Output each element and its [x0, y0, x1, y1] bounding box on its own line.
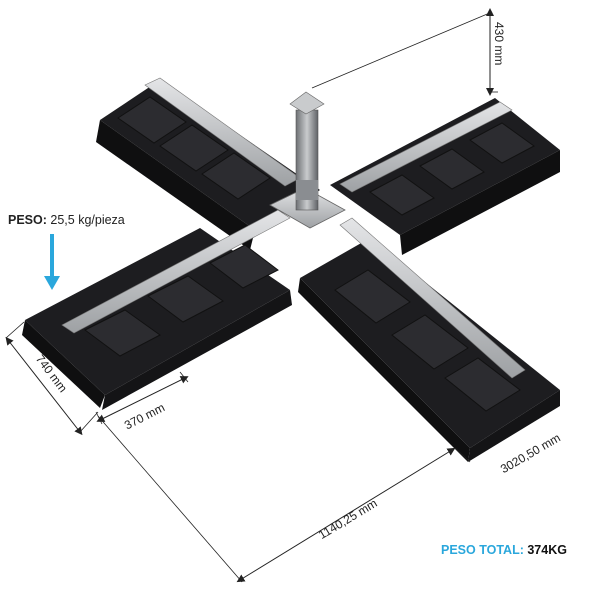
- arm-front-right: [298, 217, 560, 462]
- dimension-lines: [5, 8, 498, 583]
- dim-width-line: [5, 336, 83, 436]
- peso-label: PESO: 25,5 kg/pieza: [8, 213, 125, 227]
- peso-total-value: 374KG: [527, 543, 567, 557]
- peso-total-title: PESO TOTAL:: [441, 543, 524, 557]
- arm-back-left: [96, 77, 320, 250]
- dim-block-line: [96, 376, 189, 422]
- dim-height-label: 430 mm: [492, 22, 506, 66]
- center-mount: [269, 91, 346, 229]
- peso-value: 25,5 kg/pieza: [50, 213, 125, 227]
- peso-total-label: PESO TOTAL: 374KG: [441, 543, 567, 557]
- peso-title: PESO:: [8, 213, 47, 227]
- arm-back-right: [330, 98, 560, 255]
- dim-arm-line: [236, 447, 456, 583]
